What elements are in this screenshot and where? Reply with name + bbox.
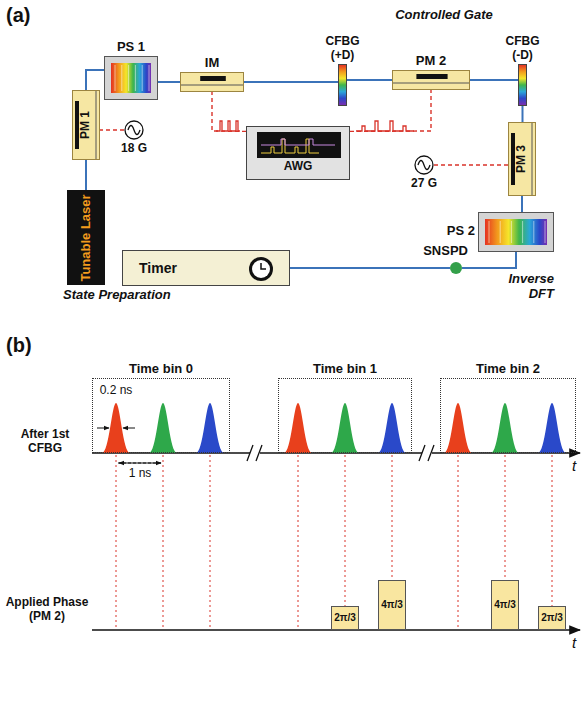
device-label: Tunable Laser (79, 194, 94, 281)
device-label: CFBG (-D) (501, 35, 545, 63)
detector-symbol (450, 262, 462, 274)
annotation: After 1st CFBG (4, 428, 86, 456)
phase-value: 4π/3 (381, 599, 403, 611)
electrical-cable (212, 92, 246, 131)
region-panel: Inverse DFT 27 G PM 3 PS 2 (390, 110, 558, 306)
axis-label: t (572, 457, 586, 474)
panel-letter: (b) (6, 334, 46, 357)
oscillator-symbol (414, 155, 434, 175)
phase-box: 4π/3 (378, 580, 406, 630)
device-label: SNSPD (423, 244, 468, 259)
annotation: 0.2 ns (94, 384, 138, 398)
modulator-box: PM 2 (392, 70, 470, 90)
pulse-shaper: PS 2 (478, 212, 554, 252)
electrical-cable (434, 164, 508, 165)
awg-pulse-train (216, 121, 240, 131)
region-title: State Preparation (63, 288, 171, 303)
awg-phase-waveform (356, 121, 414, 131)
optical-fiber (85, 160, 87, 190)
device-label: PS 1 (117, 40, 145, 55)
timer-box: Timer (122, 250, 290, 286)
phase-box: 2π/3 (538, 606, 566, 630)
rf-oscillator: 18 G (124, 120, 144, 140)
detector-dot: SNSPD (450, 262, 462, 274)
pulse-guide-lines (116, 455, 552, 629)
modulator-box: IM (180, 72, 244, 92)
device-label: Timer (139, 260, 177, 276)
phase-value: 4π/3 (494, 599, 516, 611)
device-label: PM 3 (515, 145, 529, 173)
device-label: PM 1 (79, 111, 93, 139)
modulator-electrode (181, 73, 243, 91)
phase-value: 2π/3 (541, 612, 563, 624)
optical-fiber (522, 106, 524, 122)
region-panel: Controlled GateCFBG (+D) PM 2 CFBG (-D) (330, 6, 558, 112)
device-label: Time bin 0 (129, 362, 193, 377)
phase-box: 4π/3 (491, 580, 519, 630)
phase-value: 2π/3 (334, 612, 356, 624)
rainbow-grating (479, 213, 553, 251)
rainbow-grating (105, 57, 157, 99)
annotation: 1 ns (120, 467, 160, 481)
pulse-shaper: PS 1 (104, 56, 158, 100)
time-bin-box: Time bin 1 (278, 378, 412, 453)
device-label: PM 2 (416, 54, 446, 69)
optical-fiber (158, 81, 180, 83)
laser-box: Tunable Laser (67, 190, 105, 285)
device-label: CFBG (+D) (321, 35, 365, 63)
oscillator-symbol (124, 120, 144, 140)
optical-fiber (347, 79, 392, 81)
electrical-cable (350, 90, 431, 131)
frequency-label: 27 G (411, 177, 437, 191)
optical-fiber (521, 196, 523, 212)
optical-fiber (86, 70, 104, 90)
device-label: Time bin 2 (476, 362, 540, 377)
phase-box: 2π/3 (331, 606, 359, 630)
device-label: PS 2 (447, 224, 475, 239)
axis-label: t (572, 634, 586, 651)
rf-oscillator: 27 G (414, 155, 434, 175)
optical-fiber (290, 267, 450, 269)
optical-fiber (244, 81, 338, 83)
width-arrow (123, 428, 135, 429)
optical-pulses (102, 403, 566, 453)
awg-box: AWG (246, 126, 350, 180)
phase-modulator: PM 1 (72, 90, 100, 160)
region-title: Controlled Gate (330, 8, 558, 23)
frequency-label: 18 G (121, 142, 147, 156)
annotation: Applied Phase (PM 2) (2, 596, 92, 624)
width-arrow (97, 428, 109, 429)
spacing-arrow (118, 463, 161, 464)
fiber-bragg-grating: CFBG (-D) (518, 64, 527, 106)
spacing-arrow (119, 463, 140, 464)
modulator-electrode (393, 71, 469, 89)
fiber-bragg-grating: CFBG (+D) (338, 64, 347, 106)
device-label: Time bin 1 (313, 362, 377, 377)
phase-modulator: PM 3 (508, 122, 536, 196)
optical-fiber (462, 252, 516, 268)
device-label: IM (205, 56, 219, 71)
region-title: Inverse DFT (484, 272, 554, 302)
spacing-arrow (140, 463, 161, 464)
optical-fiber (470, 79, 518, 81)
device-label: AWG (284, 160, 313, 174)
panel-letter: (a) (6, 4, 46, 27)
time-bin-box: Time bin 2 (440, 378, 576, 453)
electrical-cable (100, 129, 124, 130)
